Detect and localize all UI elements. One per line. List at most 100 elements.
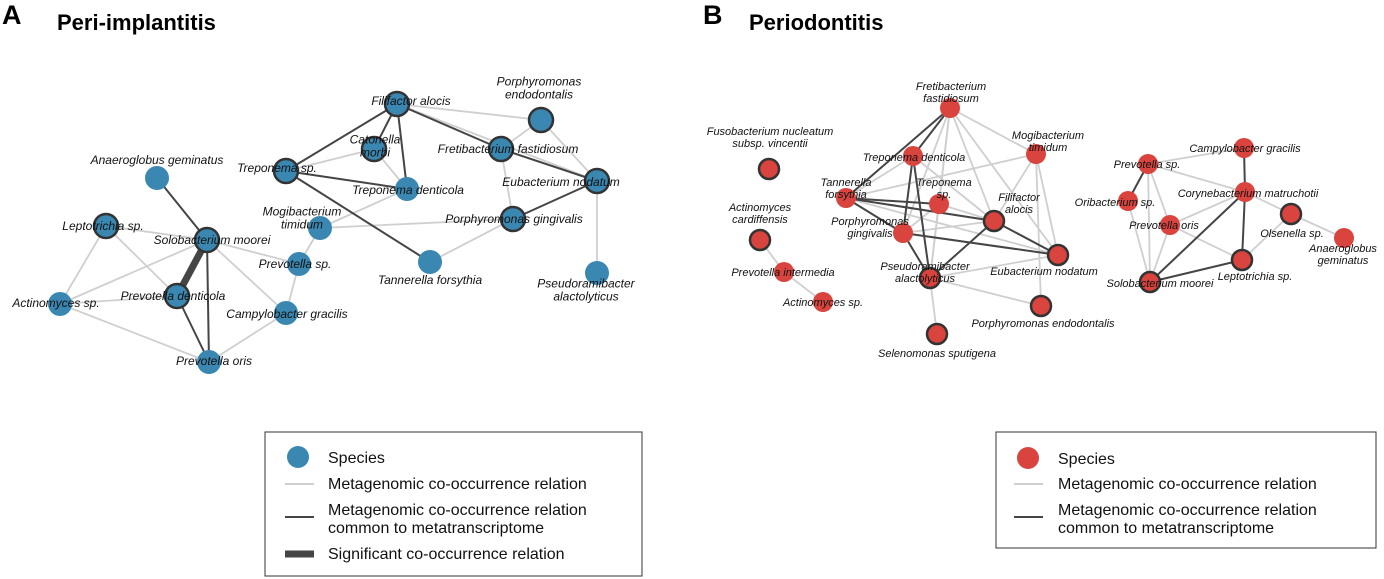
edge-treponema-pseudoramibacter	[929, 203, 940, 279]
node-label-leptotrichia: Leptotrichia sp.	[62, 219, 143, 233]
node-label-eubacterium: Eubacterium nodatum	[990, 266, 1098, 278]
edge-mogibacterium-tannerella	[845, 153, 1037, 199]
panel-a: A Peri-implantitis Filifactor alocisPorp…	[2, 0, 643, 577]
node-leptotrichia	[1230, 248, 1254, 272]
edge-mogibacterium-porph_endo	[1035, 153, 1042, 307]
node-label-campylobacter: Campylobacter gracilis	[226, 307, 347, 321]
edge-filifactor-porph_ging	[902, 220, 995, 234]
edge-prevotella_sp-corynebacterium	[1147, 163, 1246, 193]
node-label-oribacterium: Oribacterium sp.	[1075, 197, 1156, 209]
node-selenomonas	[925, 322, 949, 346]
node-label-actinomyces_card: cardiffensis	[732, 214, 788, 226]
edge-treponema_den-mogibacterium	[319, 188, 408, 229]
edge-filifactor-treponema_den	[396, 103, 408, 190]
edge-filifactor-pseudoramibacter	[929, 220, 995, 279]
node-label-fretibacterium: fastidiosum	[923, 93, 979, 105]
node-label-fretibacterium: Fretibacterium	[916, 81, 986, 93]
edge-treponema-catonella	[285, 148, 375, 172]
panel-a-title: Peri-implantitis	[57, 10, 216, 35]
node-label-porph_endo: Porphyromonas	[497, 75, 582, 89]
legend-species-label: Species	[328, 450, 385, 467]
edge-oribacterium-solobacterium	[1127, 200, 1151, 283]
edge-treponema_den-porph_ging	[902, 155, 914, 234]
node-label-prevotella_oris: Prevotella oris	[176, 354, 252, 368]
legend-significant-label: Significant co-occurrence relation	[328, 546, 565, 563]
peri-implantitis-network: Filifactor alocisPorphyromonasendodontal…	[11, 75, 636, 374]
node-label-pseudoramibacter: alactolyticus	[553, 290, 618, 304]
node-label-catonella: morbi	[360, 146, 390, 160]
node-label-prevotella_den: Prevotella denticola	[121, 289, 226, 303]
node-treponema_den	[395, 177, 419, 201]
node-label-tannerella: Tannerella forsythia	[378, 273, 483, 287]
node-label-filifactor: Filifactor	[998, 192, 1041, 204]
node-campylobacter	[274, 301, 298, 325]
node-porph_ging	[893, 223, 913, 243]
node-campylobacter	[1234, 138, 1254, 158]
node-actinomyces_card	[748, 228, 772, 252]
edge-porph_ging-tannerella	[429, 218, 514, 263]
node-layer	[748, 98, 1354, 346]
edge-treponema_den-tannerella	[845, 155, 914, 199]
node-label-filifactor: Filifactor alocis	[371, 94, 450, 108]
node-label-porph_ging: Porphyromonas gingivalis	[445, 212, 582, 226]
legend-meta-label: Metagenomic co-occurrence relation	[328, 476, 587, 493]
legend-meta-label: Metagenomic co-occurrence relation	[1058, 476, 1317, 493]
node-tannerella	[836, 188, 856, 208]
node-label-actinomyces: Actinomyces sp.	[782, 297, 863, 309]
node-label-selenomonas: Selenomonas sputigena	[878, 348, 996, 360]
edge-leptotrichia-actinomyces	[59, 225, 107, 305]
edge-mogibacterium-filifactor	[993, 153, 1037, 222]
edge-prevotella_sp-prevotella_oris	[1147, 163, 1171, 226]
edge-pseudoramibacter-porph_endo	[929, 277, 1042, 307]
edge-tannerella-filifactor	[845, 197, 995, 222]
node-label-treponema: Treponema sp.	[237, 161, 317, 175]
node-porph_endo	[1029, 294, 1053, 318]
edge-corynebacterium-prevotella_oris	[1169, 191, 1246, 226]
node-mogibacterium	[1026, 144, 1046, 164]
node-label-olsenella: Olsenella sp.	[1260, 228, 1324, 240]
node-label-campylobacter: Campylobacter gracilis	[1189, 143, 1301, 155]
node-eubacterium	[583, 167, 611, 195]
edge-solobacterium-anaeroglobus	[156, 177, 208, 241]
legend-species-swatch	[1017, 447, 1039, 469]
node-label-porph_ging: Porphyromonas	[831, 216, 909, 228]
node-mogibacterium	[308, 216, 332, 240]
node-oribacterium	[1118, 191, 1138, 211]
edge-prevotella_sp-solobacterium	[1147, 163, 1151, 283]
node-label-mogibacterium: Mogibacterium	[1012, 130, 1084, 142]
edge-fretibacterium-tannerella	[845, 107, 951, 199]
node-leptotrichia	[92, 212, 120, 240]
edge-fretibacterium-mogibacterium	[949, 107, 1037, 155]
node-label-catonella: Catonella	[350, 133, 401, 147]
node-label-fusobacterium: subsp. vincentii	[732, 138, 808, 150]
legend-common-label-1: Metagenomic co-occurrence relation	[328, 502, 587, 519]
edge-pseudoramibacter-eubacterium	[929, 254, 1059, 279]
panel-b: B Periodontitis Fretibacteriumfastidiosu…	[703, 0, 1377, 549]
node-label-treponema: sp.	[937, 189, 952, 201]
node-porph_endo	[527, 106, 555, 134]
node-treponema	[272, 157, 300, 185]
node-prevotella_int	[774, 262, 794, 282]
node-label-corynebacterium: Corynebacterium matruchotii	[1178, 188, 1319, 200]
node-actinomyces	[48, 292, 72, 316]
node-corynebacterium	[1235, 182, 1255, 202]
legend-box	[995, 431, 1377, 549]
edge-tannerella-porph_ging	[845, 197, 904, 234]
panel-a-legend: Species Metagenomic co-occurrence relati…	[264, 431, 643, 577]
edge-solobacterium-leptotrichia	[1149, 259, 1243, 283]
edge-fretibacterium-eubacterium	[500, 148, 598, 182]
node-label-mogibacterium: timidum	[1029, 142, 1068, 154]
edge-treponema-tannerella	[285, 170, 431, 263]
panel-a-letter: A	[2, 0, 22, 30]
node-label-mogibacterium: Mogibacterium	[263, 205, 342, 219]
node-label-treponema: Treponema	[916, 177, 971, 189]
node-label-filifactor: alocis	[1005, 204, 1034, 216]
node-label-prevotella_oris: Prevotella oris	[1129, 220, 1199, 232]
edge-campylobacter-prevotella_sp	[1147, 147, 1245, 165]
node-solobacterium	[193, 226, 221, 254]
legend-common-label-1: Metagenomic co-occurrence relation	[1058, 502, 1317, 519]
node-porph_ging	[499, 205, 527, 233]
node-treponema	[929, 194, 949, 214]
edge-filifactor-fretibacterium	[396, 103, 502, 150]
node-label-solobacterium: Solobacterium moorei	[1107, 278, 1215, 290]
